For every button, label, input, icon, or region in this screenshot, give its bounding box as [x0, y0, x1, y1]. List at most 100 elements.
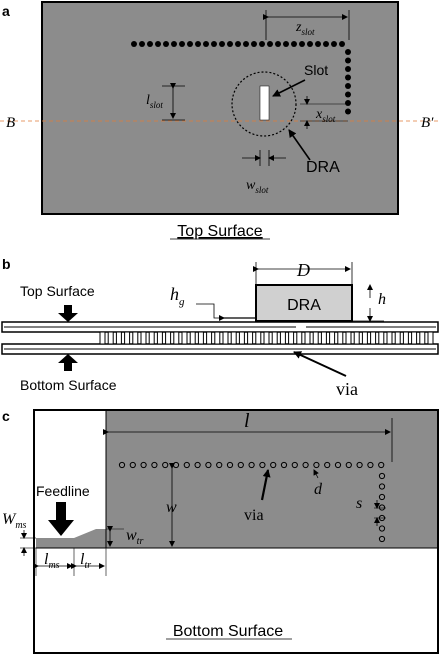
via-column: [148, 331, 155, 345]
via-circle: [313, 461, 320, 469]
via-dot: [283, 41, 289, 47]
via-column: [99, 331, 106, 345]
via-column: [255, 331, 262, 345]
via-dot: [331, 41, 337, 47]
via-dot: [195, 41, 201, 47]
via-dot: [345, 108, 351, 115]
slot: [259, 85, 270, 121]
via-dot: [323, 41, 329, 47]
via-circle: [378, 493, 386, 501]
via-column: [361, 331, 368, 345]
via-dot: [251, 41, 257, 47]
via-dot: [227, 41, 233, 47]
lms-label: lms: [44, 551, 60, 571]
panel-c: c l w via d s Feedline: [2, 408, 439, 654]
hg-label: hg: [170, 284, 185, 308]
via-column: [279, 331, 286, 345]
via-column: [288, 331, 295, 345]
via-dot: [345, 83, 351, 89]
via-circle: [183, 461, 190, 469]
via-circle: [378, 461, 385, 469]
via-circle: [216, 461, 223, 469]
feedline-taper: [36, 529, 106, 548]
via-column: [263, 331, 270, 345]
via-dot: [163, 41, 169, 47]
z-slot-label: zslot: [295, 20, 315, 37]
via-row-horizontal: [131, 41, 345, 47]
via-column: [394, 331, 401, 345]
via-circle: [162, 461, 169, 469]
via-column: [353, 331, 360, 345]
wtr-label: wtr: [126, 527, 143, 547]
via-dot: [275, 41, 281, 47]
via-column: [345, 331, 352, 345]
via-label-c: via: [244, 507, 264, 524]
via-column: [173, 331, 180, 345]
dra-outline: [231, 71, 297, 137]
dra-label: DRA: [306, 159, 340, 176]
via-column: [197, 331, 204, 345]
via-circle: [367, 461, 374, 469]
via-pointer-c: [260, 469, 271, 501]
via-column: [115, 331, 122, 345]
via-column: [312, 331, 319, 345]
d-pointer: [313, 469, 319, 479]
d-label: D: [296, 260, 310, 280]
s-label: s: [356, 495, 362, 512]
via-row-horizontal-c: [118, 461, 385, 469]
via-column: [320, 331, 327, 345]
via-circle: [194, 461, 201, 469]
via-column: [419, 331, 426, 345]
via-column: [181, 331, 188, 345]
wms-label: Wms: [2, 511, 27, 531]
via-columns: [99, 331, 434, 345]
bottom-surface-caption: Bottom Surface: [173, 623, 283, 640]
via-column: [271, 331, 278, 345]
top-surface-board: [41, 1, 399, 215]
via-circle: [151, 461, 158, 469]
via-column: [411, 331, 418, 345]
via-dot: [147, 41, 153, 47]
label-b: B: [6, 115, 15, 131]
via-column: [107, 331, 114, 345]
via-circle: [356, 461, 363, 469]
via-dot: [259, 41, 265, 47]
via-dot: [315, 41, 321, 47]
via-dot: [155, 41, 161, 47]
via-dot: [307, 41, 313, 47]
via-dot: [235, 41, 241, 47]
panel-b-letter: b: [2, 256, 11, 272]
via-dot: [339, 41, 345, 47]
via-circle: [291, 461, 298, 469]
via-column: [247, 331, 254, 345]
via-circle: [205, 461, 212, 469]
via-circle: [345, 461, 352, 469]
via-column: [132, 331, 139, 345]
via-column: [304, 331, 311, 345]
via-dot: [179, 41, 185, 47]
via-dot: [187, 41, 193, 47]
via-circle: [378, 535, 386, 543]
via-column: [222, 331, 229, 345]
via-circle: [378, 472, 386, 480]
via-row-vertical: [345, 49, 351, 115]
via-dot: [345, 74, 351, 81]
dra-block: [255, 284, 353, 322]
via-column: [296, 331, 303, 345]
via-dot: [345, 49, 351, 55]
slot-gap: [296, 325, 306, 329]
top-surface-arrow: [58, 305, 78, 322]
via-circle: [129, 461, 136, 469]
via-dot: [345, 100, 351, 106]
bottom-surface-arrow: [58, 354, 78, 371]
x-slot-label: xslot: [315, 107, 336, 124]
w-slot-label: wslot: [246, 178, 269, 195]
d-label: d: [314, 481, 323, 498]
via-column: [189, 331, 196, 345]
via-column: [378, 331, 385, 345]
via-column: [402, 331, 409, 345]
via-column: [206, 331, 213, 345]
via-dot: [131, 41, 137, 47]
via-circle: [237, 461, 244, 469]
